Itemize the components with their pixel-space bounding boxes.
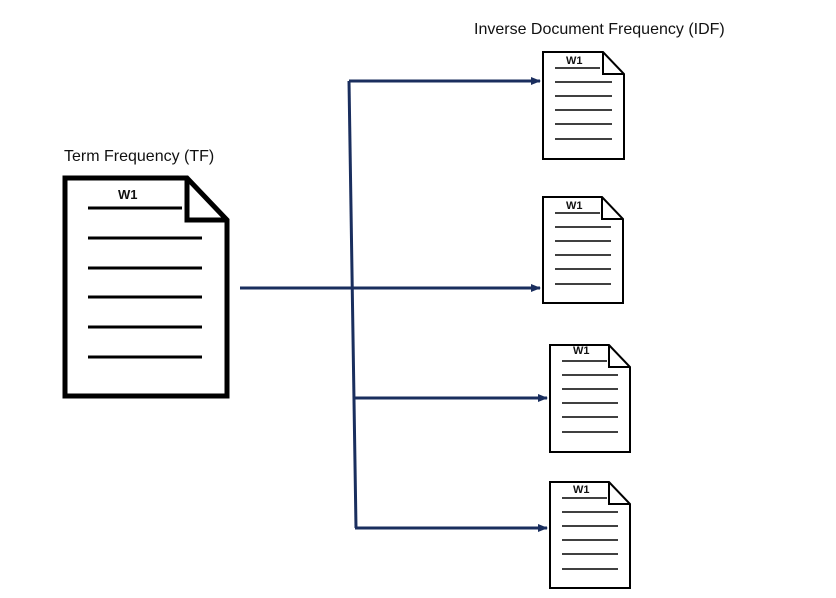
tf-doc-label: W1 [118,187,138,202]
vertical-trunk [347,80,358,529]
idf-document-1: W1 [542,51,625,160]
idf-title: Inverse Document Frequency (IDF) [474,21,725,38]
idf-document-4: W1 [549,481,631,589]
idf-doc-label-2: W1 [566,200,583,212]
idf-doc-label-1: W1 [566,55,583,67]
tf-document: W1 [62,175,230,399]
idf-document-3: W1 [549,344,631,453]
idf-document-2: W1 [542,196,624,304]
tf-title: Term Frequency (TF) [64,148,215,165]
connectors [240,77,548,532]
idf-doc-label-3: W1 [573,345,590,357]
idf-doc-label-4: W1 [573,484,590,496]
